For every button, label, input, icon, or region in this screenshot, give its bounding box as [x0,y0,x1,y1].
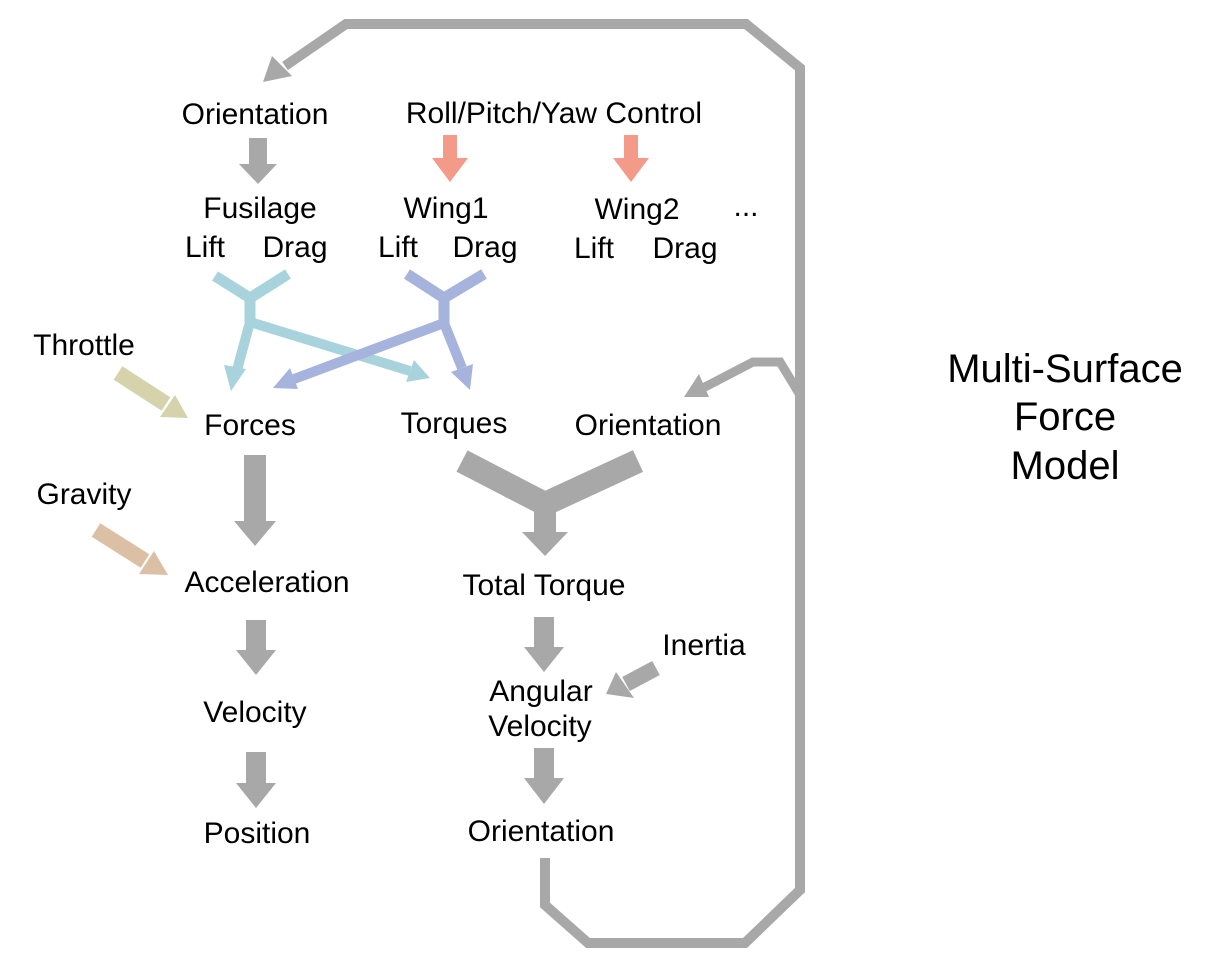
acceleration-label: Acceleration [184,566,349,599]
forces-label: Forces [204,409,296,442]
orientation-bottom-label: Orientation [468,815,615,848]
wing2-drag-label: Drag [652,232,717,265]
arrow-velocity-to-position [236,752,276,808]
diagram-title-line2: Force [1014,395,1116,439]
angular-velocity-label-line1: Angular [489,675,592,708]
position-label: Position [204,817,311,850]
arrow-orientation-to-fusilage [239,138,277,184]
wing2-lift-label: Lift [574,232,615,265]
angular-velocity-label-line2: Velocity [488,710,591,743]
fusilage-lift-label: Lift [185,231,226,264]
feedback-loop-line [282,19,805,948]
fusilage-label: Fusilage [203,192,316,225]
diagram-title-line3: Model [1011,444,1120,488]
feedback-arrowhead-top [263,56,292,82]
merge-torques-orientation [456,450,644,556]
feedback-loop-outer [263,19,805,948]
control-label: Roll/Pitch/Yaw Control [406,97,702,130]
inertia-label: Inertia [662,629,746,662]
arrow-angular-to-orientation [524,748,564,804]
feedback-loop-branch [684,357,804,398]
wing1-label: Wing1 [403,192,488,225]
wing1-drag-label: Drag [452,231,517,264]
throttle-label: Throttle [33,329,135,362]
arrow-inertia [606,660,660,698]
arrow-acceleration-to-velocity [236,620,276,675]
arrow-throttle-to-forces [113,366,188,418]
orientation-top-label: Orientation [182,98,329,131]
arrow-forces-to-acceleration [234,455,276,546]
arrow-control-to-wing2 [613,135,649,182]
more-surfaces-ellipsis: ... [733,190,758,223]
feedback-branch-line [700,357,804,398]
wing1-lift-label: Lift [378,231,419,264]
arrow-control-to-wing1 [432,135,468,182]
torques-label: Torques [401,407,508,440]
orientation-mid-label: Orientation [575,409,722,442]
wing1-force-branches [273,269,487,390]
diagram-title-line1: Multi-Surface [947,347,1183,391]
total-torque-label: Total Torque [463,569,626,602]
arrow-gravity-to-acceleration [91,523,168,575]
velocity-label: Velocity [203,696,306,729]
gravity-label: Gravity [36,478,131,511]
wing2-label: Wing2 [594,193,679,226]
fusilage-drag-label: Drag [262,231,327,264]
fusilage-force-branches [212,269,430,391]
arrow-total-to-angular [524,617,564,672]
feedback-arrowhead-mid [684,374,709,397]
